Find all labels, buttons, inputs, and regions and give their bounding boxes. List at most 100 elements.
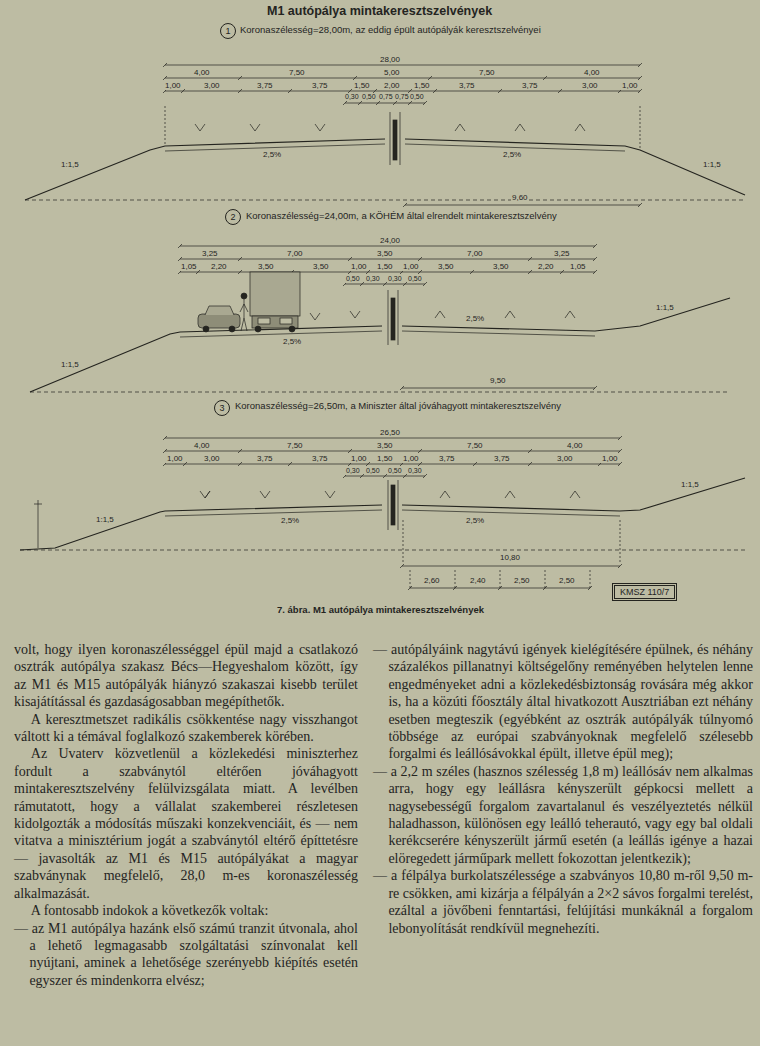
- dimension-label: 1:1,5: [95, 515, 115, 524]
- dimension-label: 0,30: [387, 275, 403, 283]
- node-text: 3: [219, 403, 224, 413]
- dimension-label: 2,5%: [502, 150, 522, 159]
- dimension-label: 1,00: [350, 262, 368, 271]
- dimension-label: 3,00: [203, 81, 221, 90]
- dimension-label: 3,50: [312, 262, 330, 271]
- dimension-label: 0,75: [394, 93, 410, 101]
- node-text: KMSZ 110/7: [620, 587, 669, 597]
- dimension-label: 0,50: [387, 467, 403, 475]
- figure-caption: 7. ábra. M1 autópálya mintakeresztszelvé…: [277, 604, 484, 615]
- dimension-label: 1,00: [402, 262, 420, 271]
- dimension-label: 7,50: [286, 441, 304, 450]
- dimension-label: 1:1,5: [680, 480, 700, 489]
- dimension-label: 5,00: [383, 68, 401, 77]
- dimension-label: 1,50: [376, 454, 394, 463]
- dimension-label: 2,20: [210, 262, 228, 271]
- section-caption: Koronaszélesség=28,00m, az eddig épült a…: [240, 24, 541, 35]
- dimension-label: 0,75: [378, 93, 394, 101]
- section-caption: Koronaszélesség=26,50m, a Miniszter álta…: [235, 400, 561, 411]
- page-title: M1 autópálya mintakeresztszelvények: [267, 4, 492, 18]
- dimension-label: 1,50: [353, 81, 371, 90]
- dimension-label: 1,00: [621, 81, 639, 90]
- dimension-label: 1,50: [376, 262, 394, 271]
- body-paragraph: A keresztmetszet radikális csökkentése n…: [14, 711, 358, 746]
- section-caption: Koronaszélesség=24,00m, a KÖHÉM által el…: [246, 210, 557, 221]
- dimension-label: 3,50: [492, 262, 510, 271]
- dimension-label: 1,05: [569, 262, 587, 271]
- dimension-label: 1,00: [402, 454, 420, 463]
- dimension-label: 2,50: [558, 576, 576, 585]
- dimension-label: 2,5%: [465, 314, 485, 323]
- dimension-label: 3,25: [553, 249, 571, 258]
- node-text: 1: [225, 26, 230, 36]
- dimension-label: 7,50: [288, 68, 306, 77]
- dimension-label: 3,50: [376, 441, 394, 450]
- dimension-label: 4,00: [566, 441, 584, 450]
- dimension-label: 2,00: [383, 81, 401, 90]
- dimension-label: 2,5%: [262, 150, 282, 159]
- list-item: — autópályáink nagytávú igények kielégít…: [373, 641, 753, 763]
- dimension-label: 0,50: [407, 275, 423, 283]
- dimension-label: 3,25: [201, 249, 219, 258]
- list-item: — az M1 autópálya hazánk első számú tran…: [14, 920, 358, 990]
- body-paragraph: Az Uvaterv közvetlenül a közlekedési min…: [14, 745, 358, 902]
- dimension-label: 2,5%: [282, 337, 302, 346]
- dimension-label: 3,00: [556, 454, 574, 463]
- dimension-label: 3,75: [521, 81, 539, 90]
- circled-number: 3: [214, 400, 230, 416]
- dimension-label: 1:1,5: [60, 160, 80, 169]
- node-text: 2: [230, 212, 235, 222]
- dimension-label: 2,5%: [465, 516, 485, 525]
- dimension-label: 2,50: [513, 576, 531, 585]
- dimension-label: 1,00: [166, 454, 184, 463]
- dimension-label: 1,05: [180, 262, 198, 271]
- dimension-label: 3,50: [376, 249, 394, 258]
- dimension-label: 9,60: [511, 193, 529, 202]
- dimension-label: 1,00: [350, 454, 368, 463]
- dimension-label: 3,75: [493, 454, 511, 463]
- stamp-box: KMSZ 110/7: [612, 583, 677, 601]
- dimension-label: 10,80: [499, 553, 521, 562]
- dimension-label: 3,75: [438, 454, 456, 463]
- dimension-label: 7,00: [466, 249, 484, 258]
- dimension-label: 3,00: [581, 81, 599, 90]
- circled-number: 2: [225, 209, 241, 225]
- list-item: — a félpálya burkolatszélessége a szabvá…: [373, 867, 753, 937]
- text-column: — autópályáink nagytávú igények kielégít…: [373, 641, 753, 937]
- dimension-label: 0,30: [344, 93, 360, 101]
- dimension-label: 9,50: [489, 376, 507, 385]
- dimension-label: 0,30: [407, 467, 423, 475]
- dimension-label: 1,50: [413, 81, 431, 90]
- dimension-label: 3,75: [256, 454, 274, 463]
- dimension-label: 7,50: [478, 68, 496, 77]
- dimension-label: 3,75: [458, 81, 476, 90]
- dimension-label: 1:1,5: [60, 360, 80, 369]
- dimension-label: 0,30: [365, 275, 381, 283]
- dimension-label: 0,50: [345, 275, 361, 283]
- dimension-label: 4,00: [193, 68, 211, 77]
- dimension-label: 2,40: [469, 576, 487, 585]
- dimension-label: 1:1,5: [655, 303, 675, 312]
- dimension-label: 4,00: [193, 441, 211, 450]
- dimension-label: 0,50: [361, 93, 377, 101]
- dimension-label: 3,50: [257, 262, 275, 271]
- dimension-label: 1,00: [164, 81, 182, 90]
- dimension-label: 3,75: [256, 81, 274, 90]
- dimension-label: 1:1,5: [702, 160, 722, 169]
- dimension-label: 1,00: [601, 454, 619, 463]
- dimension-label: 26,50: [379, 428, 401, 437]
- dimension-label: 0,30: [345, 467, 361, 475]
- circled-number: 1: [220, 23, 236, 39]
- dimension-label: 3,75: [311, 454, 329, 463]
- dimension-label: 4,00: [583, 68, 601, 77]
- dimension-label: 2,20: [537, 262, 555, 271]
- text-column: volt, hogy ilyen koronaszélességgel épül…: [14, 641, 358, 989]
- list-item: — a 2,2 m széles (hasznos szélesség 1,8 …: [373, 763, 753, 867]
- dimension-label: 0,50: [409, 93, 425, 101]
- dimension-label: 7,00: [286, 249, 304, 258]
- dimension-label: 3,00: [203, 454, 221, 463]
- dimension-label: 2,60: [423, 576, 441, 585]
- dimension-label: 24,00: [379, 236, 401, 245]
- dimension-label: 0,50: [365, 467, 381, 475]
